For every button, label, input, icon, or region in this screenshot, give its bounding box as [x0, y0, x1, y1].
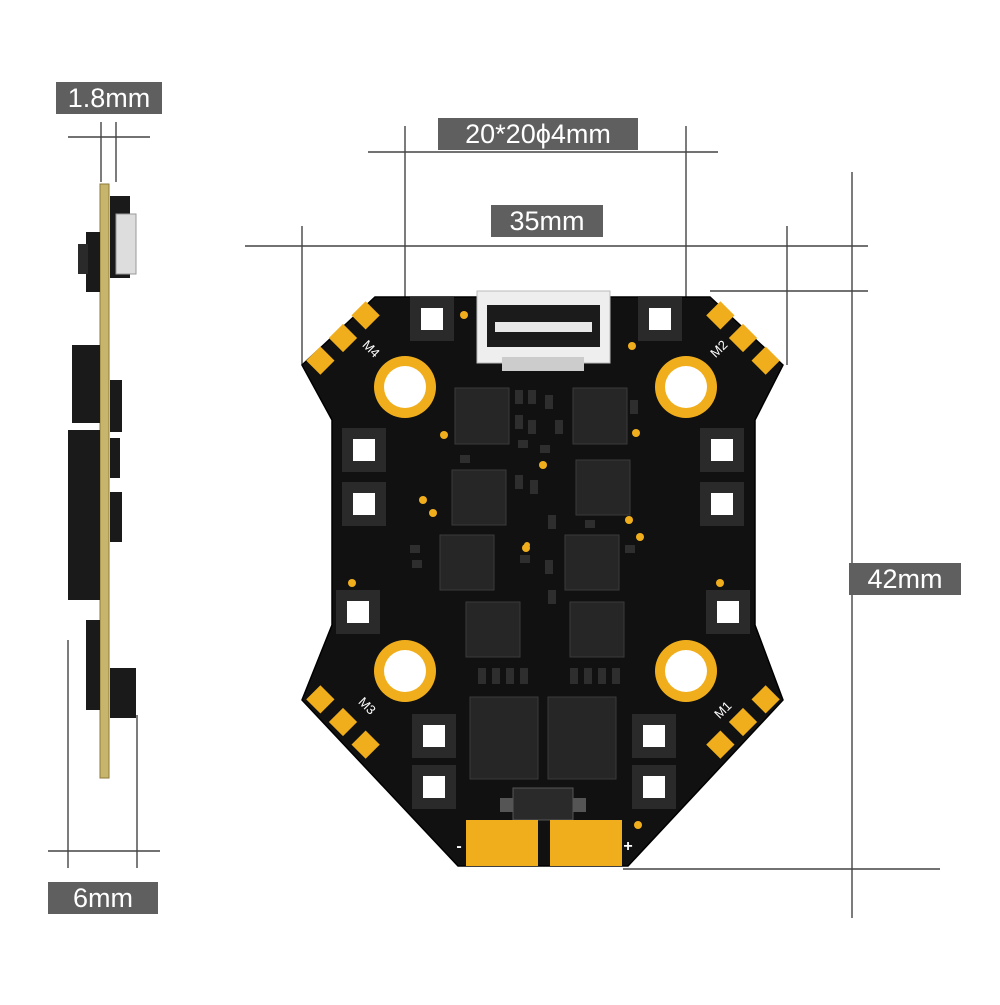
passive-components [410, 390, 638, 684]
square-pads [336, 297, 750, 809]
power-connector [512, 787, 574, 821]
height-label: 42mm [849, 563, 961, 595]
ribbon-connector [476, 290, 611, 371]
side-chip [110, 438, 120, 478]
mosfet-chips [439, 387, 631, 780]
side-power-connector [110, 668, 136, 718]
esc-board: M4 M2 M3 M1 - + [301, 290, 784, 867]
side-chip [78, 244, 88, 274]
battery-pad-positive [550, 820, 622, 866]
side-view [68, 183, 137, 779]
thickness-total-label: 6mm [48, 882, 158, 914]
side-chip [72, 345, 100, 423]
side-chip [86, 620, 100, 710]
side-chip [68, 430, 100, 600]
side-chip [110, 492, 122, 542]
thickness-board-label: 1.8mm [56, 82, 162, 114]
battery-pad-negative [466, 820, 538, 866]
width-label: 35mm [491, 205, 603, 237]
dimension-lines [48, 122, 940, 918]
side-pcb-edge [99, 183, 110, 779]
negative-label: - [456, 838, 461, 855]
mount-pattern-label: 20*20ϕ4mm [438, 118, 638, 150]
side-connector-socket [115, 213, 137, 275]
positive-label: + [623, 838, 632, 855]
mounting-holes [374, 356, 717, 702]
test-points [348, 311, 724, 829]
side-chip [86, 232, 100, 292]
power-section [466, 787, 622, 866]
power-labels: - + [456, 838, 632, 855]
side-chip [110, 380, 122, 432]
